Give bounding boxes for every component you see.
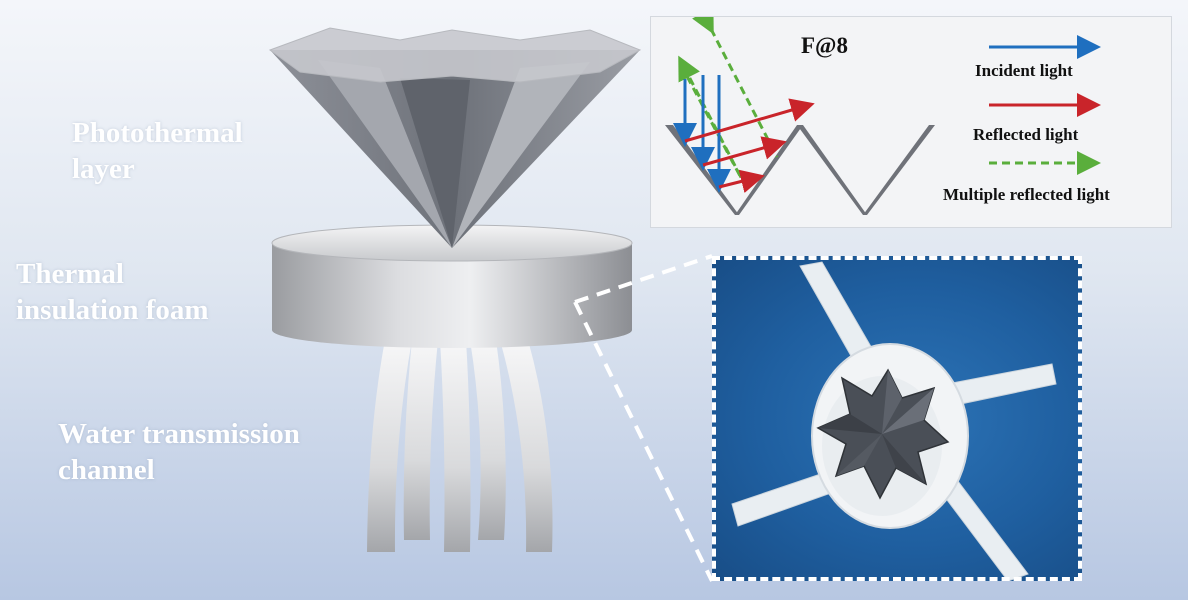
photothermal-cone-icon bbox=[268, 27, 642, 248]
inset-title: F@8 bbox=[801, 33, 848, 58]
label-line: Water transmission bbox=[58, 418, 300, 450]
water-channels bbox=[367, 340, 553, 552]
legend-reflected-label: Reflected light bbox=[973, 125, 1079, 144]
label-line: insulation foam bbox=[16, 294, 209, 326]
label-photothermal-layer: Photothermal layer bbox=[72, 115, 243, 187]
label-line: channel bbox=[58, 454, 155, 486]
reflected-light-ray bbox=[718, 169, 765, 194]
zigzag-surface bbox=[665, 125, 935, 215]
legend-incident-label: Incident light bbox=[975, 61, 1073, 80]
reflected-light-ray bbox=[684, 98, 815, 143]
label-line: Photothermal bbox=[72, 117, 243, 149]
water-strip-icon bbox=[470, 340, 506, 540]
light-path-schematic bbox=[665, 17, 1101, 215]
label-water-transmission-channel: Water transmission channel bbox=[58, 416, 300, 488]
reflected-light-ray bbox=[702, 136, 787, 167]
multiple-light-ray bbox=[678, 55, 749, 190]
device-photo-drawing bbox=[731, 261, 1057, 581]
water-strip-icon bbox=[500, 340, 553, 552]
light-path-inset: F@8 Incident light Reflected light Multi… bbox=[650, 16, 1172, 228]
water-strip-icon bbox=[403, 340, 438, 540]
device-photo bbox=[712, 256, 1082, 581]
legend-multiple-label: Multiple reflected light bbox=[943, 185, 1110, 204]
label-thermal-insulation-foam: Thermal insulation foam bbox=[16, 256, 209, 328]
photo-dashed-border bbox=[712, 256, 1082, 581]
water-strip-icon bbox=[440, 340, 471, 552]
multiple-light-ray bbox=[692, 17, 779, 158]
water-strip-icon bbox=[367, 340, 412, 552]
label-line: Thermal bbox=[16, 258, 124, 290]
callout-lines bbox=[573, 254, 714, 582]
label-line: layer bbox=[72, 153, 135, 185]
